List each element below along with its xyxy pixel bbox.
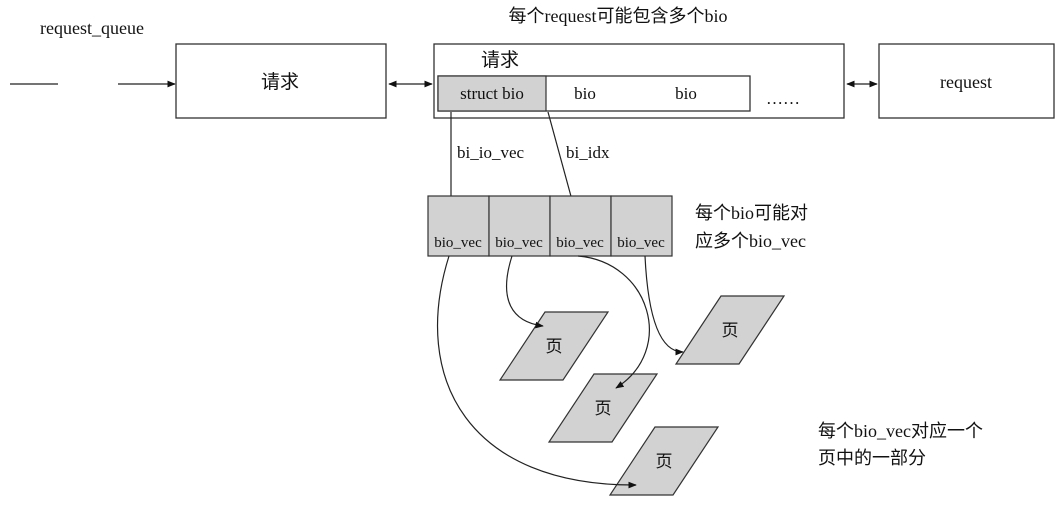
bio-vec-cell <box>488 195 551 257</box>
page-label: 页 <box>595 399 612 418</box>
bio-label-1: bio <box>574 84 596 103</box>
request-queue-label: request_queue <box>40 18 144 38</box>
page-caption-line-2: 页中的一部分 <box>818 448 926 468</box>
request-box-left-label: 请求 <box>261 71 299 93</box>
bio-vec-cell <box>427 195 490 257</box>
ellipsis-label: …… <box>766 89 800 108</box>
request-box-right <box>878 43 1055 119</box>
page-shape <box>547 373 659 443</box>
page-label: 页 <box>656 452 673 471</box>
bi-io-vec-label: bi_io_vec <box>457 143 524 162</box>
page-label: 页 <box>546 337 563 356</box>
page-shape <box>498 311 610 381</box>
bio-vec-to-page-arrow <box>577 255 650 389</box>
struct-bio-label: struct bio <box>460 84 524 103</box>
bio-vec-cell <box>549 195 612 257</box>
bio-vec-cell-label: bio_vec <box>617 235 665 251</box>
struct-bio-cell <box>437 75 547 112</box>
page-caption-line-1: 每个bio_vec对应一个 <box>818 421 983 441</box>
bio-vec-to-page-arrow <box>436 255 637 489</box>
bio-label-2: bio <box>675 84 697 103</box>
bio-vec-to-page-arrow <box>644 255 684 356</box>
request-box-middle-title: 请求 <box>481 49 519 71</box>
bio-vec-caption-line-1: 每个bio可能对 <box>695 203 808 223</box>
page-shape <box>608 426 720 496</box>
bio-vec-to-page-arrow <box>505 255 544 329</box>
bio-vec-cell <box>610 195 673 257</box>
bio-vec-cell-label: bio_vec <box>495 235 543 251</box>
bi-idx-label: bi_idx <box>566 143 610 162</box>
page-shape <box>674 295 786 365</box>
top-caption: 每个request可能包含多个bio <box>509 6 728 26</box>
request-box-right-label: request <box>940 72 992 92</box>
page-label: 页 <box>722 321 739 340</box>
bio-vec-cell-label: bio_vec <box>434 235 482 251</box>
request-box-left <box>175 43 387 119</box>
bio-vec-caption-line-2: 应多个bio_vec <box>695 231 806 251</box>
bio-vec-cell-label: bio_vec <box>556 235 604 251</box>
